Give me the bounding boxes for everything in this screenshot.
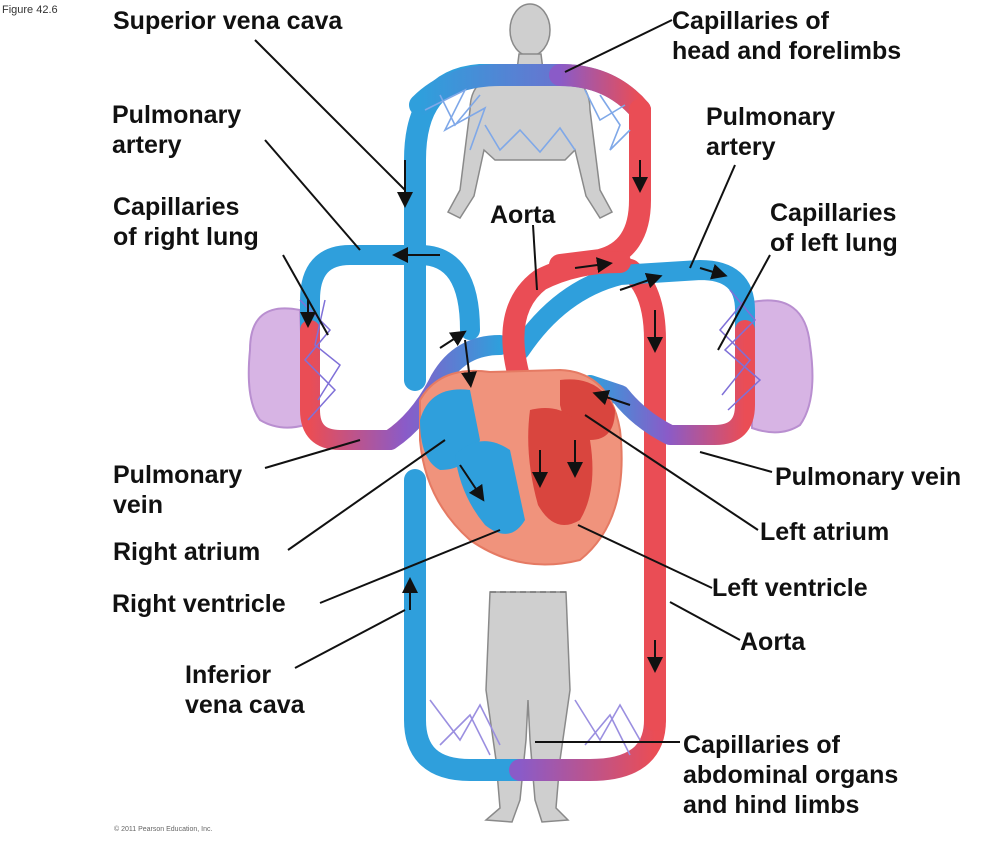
left-ventricle-chamber	[528, 408, 593, 525]
right-lung	[247, 307, 307, 429]
label-inferior-vena-cava: Inferior vena cava	[185, 660, 305, 720]
right-ventricle-chamber	[455, 441, 525, 534]
label-pulmonary-artery-right-line1: Pulmonary	[112, 101, 242, 129]
leader-pulmonary-vein-right	[264, 439, 361, 469]
label-capillaries-abdominal: Capillaries of abdominal organs and hind…	[683, 730, 898, 820]
leader-capillaries-left-lung	[717, 254, 771, 351]
lower-body-silhouette	[484, 591, 571, 823]
head-capillary-net	[424, 88, 631, 154]
label-pulmonary-artery-right: Pulmonary artery	[112, 100, 241, 160]
label-capillaries-right-lung-line1: Capillaries	[113, 193, 240, 221]
label-inferior-vena-cava-line2: vena cava	[185, 691, 305, 719]
left-lung	[751, 299, 814, 434]
abdominal-capillary-net	[429, 699, 641, 756]
leader-pulmonary-artery-left	[689, 164, 736, 269]
label-capillaries-abdominal-line1: Capillaries of	[683, 731, 840, 759]
aorta-arch	[502, 251, 631, 391]
leader-capillaries-right-lung	[282, 254, 329, 336]
leader-lines	[254, 19, 773, 743]
label-pulmonary-vein-right: Pulmonary vein	[113, 460, 242, 520]
label-pulmonary-artery-right-line2: artery	[112, 131, 182, 159]
leader-superior-vena-cava	[254, 39, 406, 191]
leader-aorta-bottom	[669, 601, 741, 641]
leader-pulmonary-artery-right	[264, 139, 361, 251]
label-right-ventricle: Right ventricle	[112, 590, 286, 618]
label-pulmonary-artery-left-line2: artery	[706, 133, 776, 161]
leader-aorta-top	[532, 224, 538, 291]
label-left-atrium: Left atrium	[760, 518, 890, 546]
leader-left-atrium	[584, 414, 759, 531]
label-capillaries-abdominal-line3: and hind limbs	[683, 791, 860, 819]
label-aorta-top: Aorta	[490, 201, 556, 229]
figure-number: Figure 42.6	[2, 4, 58, 16]
label-capillaries-abdominal-line2: abdominal organs	[683, 761, 899, 789]
label-superior-vena-cava: Superior vena cava	[113, 7, 343, 35]
label-capillaries-left-lung-line1: Capillaries	[770, 199, 897, 227]
leader-capillaries-head	[564, 19, 673, 73]
label-right-atrium: Right atrium	[113, 538, 261, 566]
label-capillaries-right-lung-line2: of right lung	[113, 223, 259, 251]
label-pulmonary-vein-right-line2: vein	[113, 491, 164, 519]
label-pulmonary-artery-left: Pulmonary artery	[706, 102, 835, 162]
leader-inferior-vena-cava	[294, 609, 406, 669]
heart	[419, 368, 623, 566]
leader-pulmonary-vein-left	[699, 451, 773, 473]
upper-systemic-loop	[404, 64, 651, 391]
label-pulmonary-vein-right-line1: Pulmonary	[113, 461, 243, 489]
label-aorta-bottom: Aorta	[740, 628, 806, 656]
label-inferior-vena-cava-line1: Inferior	[185, 661, 272, 689]
label-capillaries-left-lung-line2: of left lung	[770, 229, 898, 257]
leader-right-atrium	[287, 439, 446, 551]
leader-left-ventricle	[577, 524, 713, 589]
upper-body-silhouette	[446, 3, 614, 219]
label-capillaries-head: Capillaries of head and forelimbs	[672, 6, 901, 66]
label-capillaries-left-lung: Capillaries of left lung	[770, 198, 898, 258]
copyright-notice: © 2011 Pearson Education, Inc.	[114, 826, 213, 833]
left-lung-capillary-net	[718, 289, 762, 411]
label-capillaries-head-line2: head and forelimbs	[672, 37, 902, 65]
leader-right-ventricle	[319, 529, 501, 604]
label-pulmonary-artery-left-line1: Pulmonary	[706, 103, 836, 131]
flow-arrows	[300, 160, 728, 673]
label-capillaries-right-lung: Capillaries of right lung	[113, 192, 259, 252]
label-pulmonary-vein-left: Pulmonary vein	[775, 463, 962, 491]
label-capillaries-head-line1: Capillaries of	[672, 7, 829, 35]
label-left-ventricle: Left ventricle	[712, 574, 868, 602]
